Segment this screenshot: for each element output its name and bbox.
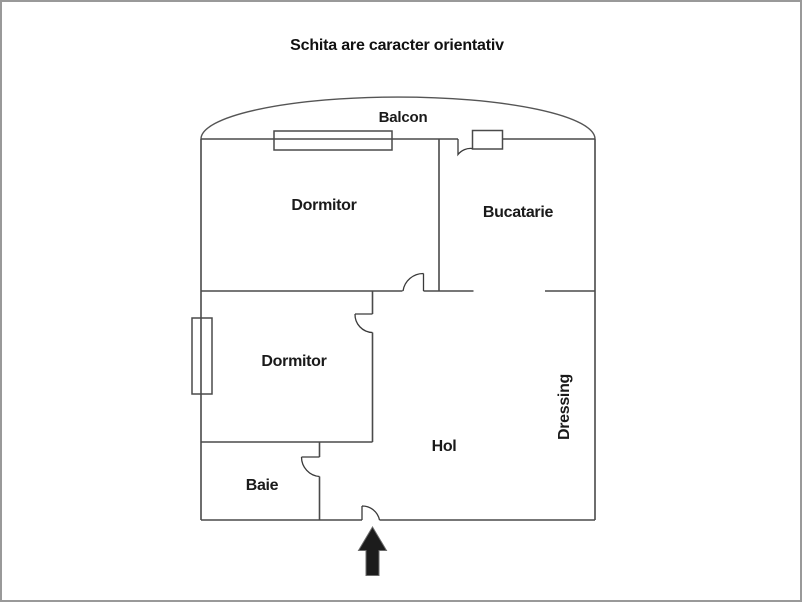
window-left-dormitor	[191, 317, 213, 395]
room-label-bucatarie: Bucatarie	[483, 204, 554, 221]
room-label-dormitor-bottom: Dormitor	[261, 353, 326, 370]
entrance-arrow-icon	[357, 526, 388, 576]
door-dormitor-bottom	[354, 313, 373, 334]
room-label-hol: Hol	[432, 438, 457, 455]
door-entrance	[361, 505, 381, 521]
door-baie	[300, 456, 320, 478]
interior-walls	[201, 139, 595, 520]
outer-walls	[200, 138, 596, 521]
balcony-arc-wall	[200, 96, 596, 140]
room-label-dormitor-top: Dormitor	[291, 197, 356, 214]
window-top-dormitor	[273, 130, 393, 151]
plan-title: Schita are caracter orientativ	[290, 37, 504, 54]
room-label-dressing: Dressing	[556, 374, 573, 440]
door-kitchen-balcony	[457, 139, 473, 157]
door-dormitor-top	[402, 272, 425, 292]
window-kitchen-top	[471, 129, 504, 150]
room-label-balcon: Balcon	[379, 109, 428, 126]
room-label-baie: Baie	[246, 477, 279, 494]
